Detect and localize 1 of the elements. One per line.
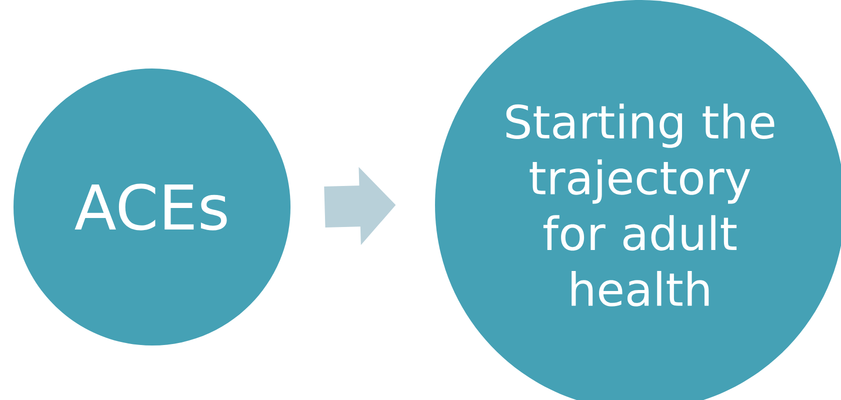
circle-node: ACEs: [14, 68, 290, 346]
